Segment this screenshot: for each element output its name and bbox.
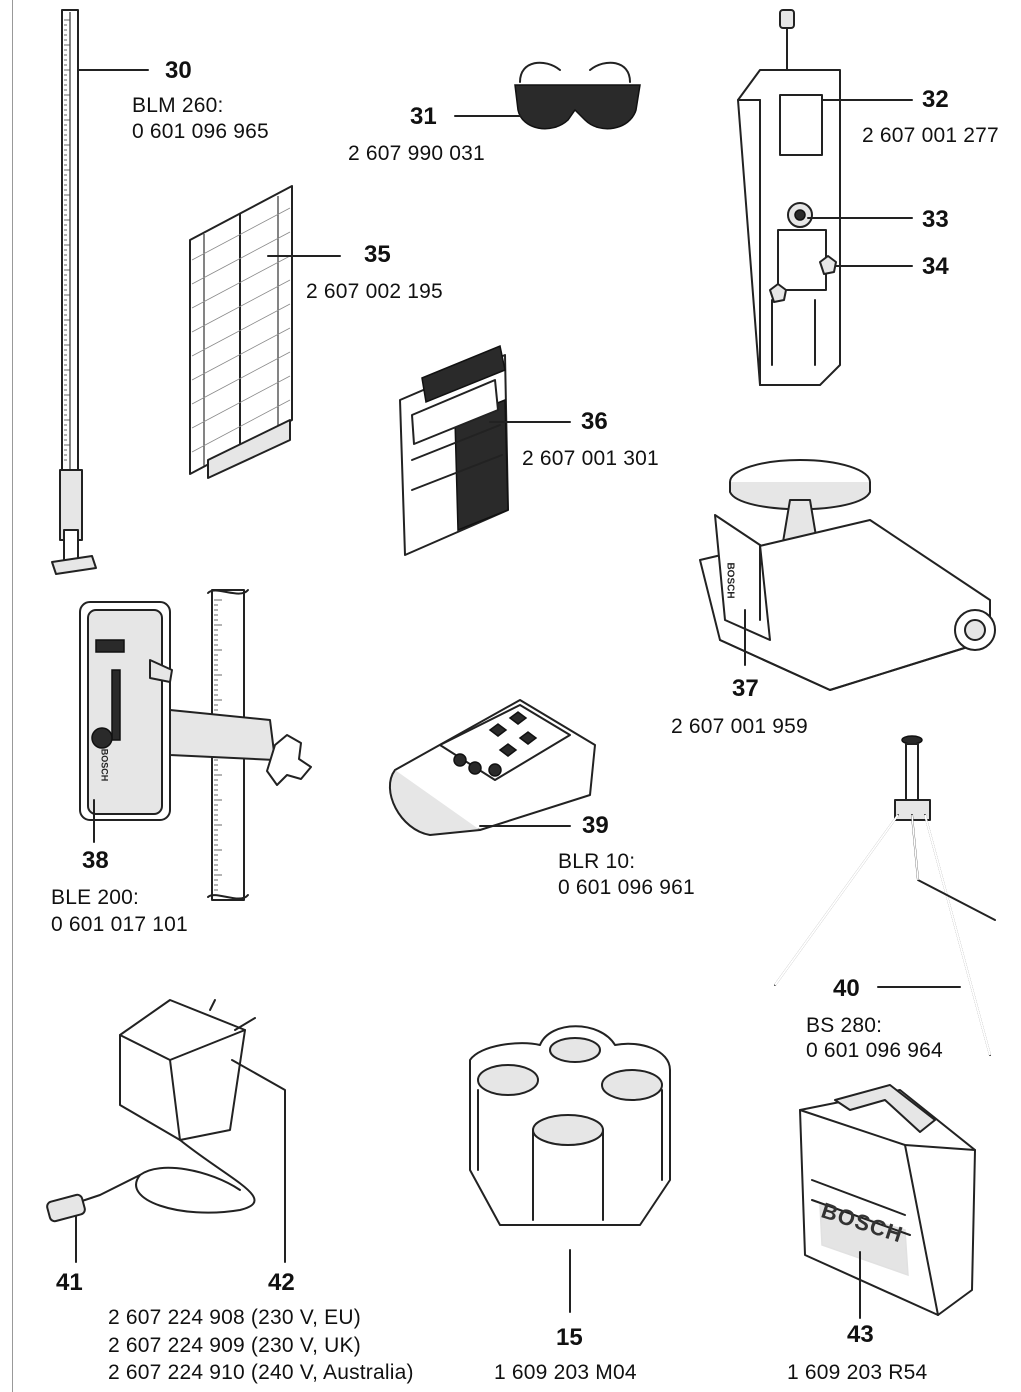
part-number-41: 41 <box>56 1269 83 1296</box>
part-number-39: 39 <box>582 812 609 839</box>
part-42-code-au: 2 607 224 910 (240 V, Australia) <box>108 1361 414 1384</box>
base-logo: BOSCH <box>724 562 736 599</box>
part-number-34: 34 <box>922 253 949 280</box>
carrying-case-illustration <box>799 1084 976 1319</box>
part-42-code-eu: 2 607 224 908 (230 V, EU) <box>108 1306 361 1329</box>
part-number-15: 15 <box>556 1324 583 1351</box>
measuring-rod-illustration <box>51 9 149 575</box>
part-35-code: 2 607 002 195 <box>306 280 443 303</box>
part-36-code: 2 607 001 301 <box>522 447 659 470</box>
remote-control-illustration <box>389 699 596 836</box>
target-plate-illustration <box>189 185 341 479</box>
part-38-name: BLE 200: <box>51 886 139 909</box>
part-30-name: BLM 260: <box>132 94 224 117</box>
laser-glasses-illustration <box>454 61 641 130</box>
receiver-logo: BOSCH <box>99 748 110 782</box>
laser-target-card-illustration <box>399 344 571 556</box>
part-38-code: 0 601 017 101 <box>51 913 188 936</box>
part-number-35: 35 <box>364 241 391 268</box>
part-15-code: 1 609 203 M04 <box>494 1361 637 1384</box>
part-43-code: 1 609 203 R54 <box>787 1361 928 1384</box>
tripod-illustration <box>774 735 996 1056</box>
part-number-36: 36 <box>581 408 608 435</box>
page-margin-line <box>12 0 13 1392</box>
part-37-code: 2 607 001 959 <box>671 715 808 738</box>
part-number-32: 32 <box>922 86 949 113</box>
part-40-code: 0 601 096 964 <box>806 1039 943 1062</box>
part-39-name: BLR 10: <box>558 850 636 873</box>
receiver-illustration <box>79 589 312 901</box>
part-42-code-uk: 2 607 224 909 (230 V, UK) <box>108 1334 361 1357</box>
part-number-37: 37 <box>732 675 759 702</box>
wall-mount-illustration <box>737 9 913 386</box>
part-number-31: 31 <box>410 103 437 130</box>
part-number-43: 43 <box>847 1321 874 1348</box>
part-30-code: 0 601 096 965 <box>132 120 269 143</box>
part-number-38: 38 <box>82 847 109 874</box>
part-31-code: 2 607 990 031 <box>348 142 485 165</box>
part-number-40: 40 <box>833 975 860 1002</box>
charger-illustration <box>46 999 286 1263</box>
part-number-33: 33 <box>922 206 949 233</box>
ceiling-adapter-illustration <box>699 459 996 691</box>
part-40-name: BS 280: <box>806 1014 883 1037</box>
part-number-30: 30 <box>165 57 192 84</box>
part-number-42: 42 <box>268 1269 295 1296</box>
part-39-code: 0 601 096 961 <box>558 876 695 899</box>
battery-holder-illustration <box>469 1025 671 1313</box>
part-32-code: 2 607 001 277 <box>862 124 999 147</box>
